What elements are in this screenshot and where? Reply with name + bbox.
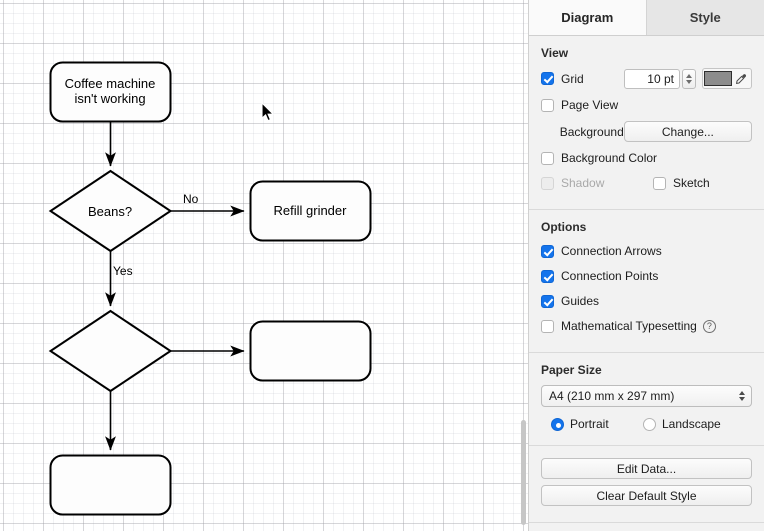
portrait-radio[interactable] bbox=[551, 417, 564, 431]
shadow-label: Shadow bbox=[561, 176, 605, 190]
grid-color-swatch[interactable] bbox=[704, 71, 732, 86]
mathematical-typesetting-checkbox[interactable] bbox=[541, 319, 554, 333]
background-label: Background bbox=[559, 124, 624, 139]
row-connection-arrows: Connection Arrows bbox=[541, 242, 752, 260]
grid-label: Grid bbox=[561, 71, 584, 86]
eyedropper-icon[interactable] bbox=[732, 70, 749, 87]
paper-size-select[interactable]: A4 (210 mm x 297 mm) bbox=[541, 385, 752, 407]
landscape-label: Landscape bbox=[662, 417, 721, 431]
sketch-checkbox[interactable] bbox=[653, 176, 666, 190]
portrait-label: Portrait bbox=[570, 417, 609, 431]
mathematical-typesetting-label: Mathematical Typesetting bbox=[561, 319, 697, 333]
grid-checkbox[interactable] bbox=[541, 72, 554, 85]
node-coffee-machine bbox=[49, 61, 172, 123]
divider-paper-actions bbox=[529, 445, 764, 446]
guides-checkbox[interactable] bbox=[541, 294, 554, 308]
node-refill-grinder bbox=[249, 180, 372, 242]
divider-options-paper bbox=[529, 352, 764, 353]
page-view-checkbox[interactable] bbox=[541, 98, 554, 112]
background-color-checkbox[interactable] bbox=[541, 151, 554, 165]
background-color-label: Background Color bbox=[561, 151, 658, 165]
node-empty-process-bottom bbox=[49, 454, 172, 516]
help-icon[interactable]: ? bbox=[702, 319, 716, 333]
panel-body: View Grid 10 pt bbox=[529, 36, 764, 531]
row-mathematical-typesetting: Mathematical Typesetting ? bbox=[541, 317, 752, 335]
row-page-view: Page View bbox=[541, 96, 752, 114]
section-actions: Edit Data... Clear Default Style bbox=[529, 446, 764, 522]
chevron-updown-icon[interactable] bbox=[739, 391, 745, 401]
divider-actions-bottom bbox=[529, 522, 764, 523]
section-options: Options Connection Arrows Connection Poi… bbox=[529, 210, 764, 352]
section-title-paper-size: Paper Size bbox=[541, 363, 602, 377]
background-change-button[interactable]: Change... bbox=[623, 121, 752, 142]
grid-color-well[interactable] bbox=[702, 68, 752, 89]
grid-size-value: 10 pt bbox=[647, 71, 674, 86]
landscape-radio[interactable] bbox=[643, 417, 656, 431]
row-grid: Grid 10 pt bbox=[541, 68, 752, 89]
divider-view-options bbox=[529, 209, 764, 210]
format-panel: Diagram Style View Grid 10 pt bbox=[528, 0, 764, 531]
grid-size-input[interactable]: 10 pt bbox=[624, 68, 680, 89]
edit-data-button[interactable]: Edit Data... bbox=[541, 458, 752, 479]
row-shadow-sketch: Shadow Sketch bbox=[541, 174, 752, 192]
mouse-pointer-icon bbox=[261, 102, 275, 122]
node-empty-process-right bbox=[249, 320, 372, 382]
edge-label-no: No bbox=[183, 192, 199, 206]
section-view: View Grid 10 pt bbox=[529, 36, 764, 209]
canvas-vertical-scrollbar[interactable] bbox=[521, 420, 526, 525]
paper-size-selected-value: A4 (210 mm x 297 mm) bbox=[549, 389, 675, 403]
shadow-group: Shadow bbox=[541, 176, 653, 190]
connection-points-label: Connection Points bbox=[561, 269, 659, 283]
row-background-color: Background Color bbox=[541, 149, 752, 167]
section-title-options: Options bbox=[541, 220, 587, 234]
tab-style[interactable]: Style bbox=[646, 0, 764, 35]
stepper-up-icon[interactable] bbox=[686, 73, 692, 78]
row-background: Background Change... bbox=[541, 121, 752, 142]
sketch-label: Sketch bbox=[673, 176, 710, 190]
chevron-up-icon bbox=[739, 391, 745, 395]
portrait-group[interactable]: Portrait bbox=[551, 417, 643, 431]
connection-points-checkbox[interactable] bbox=[541, 269, 554, 283]
chevron-down-icon bbox=[739, 397, 745, 401]
sketch-group: Sketch bbox=[653, 176, 710, 190]
landscape-group[interactable]: Landscape bbox=[643, 417, 721, 431]
stepper-down-icon[interactable] bbox=[686, 79, 692, 84]
panel-tabs: Diagram Style bbox=[529, 0, 764, 36]
section-title-view: View bbox=[541, 46, 569, 60]
diagram-canvas[interactable]: Coffee machine isn't working Beans? Refi… bbox=[0, 0, 528, 531]
edge-label-yes: Yes bbox=[113, 264, 133, 278]
page-view-label: Page View bbox=[561, 98, 619, 112]
diagram-shapes-svg bbox=[48, 61, 372, 516]
connection-arrows-label: Connection Arrows bbox=[561, 244, 662, 258]
row-connection-points: Connection Points bbox=[541, 267, 752, 285]
grid-size-stepper[interactable] bbox=[682, 68, 696, 89]
shadow-checkbox[interactable] bbox=[541, 176, 554, 190]
node-empty-decision bbox=[48, 309, 173, 393]
section-paper-size: Paper Size A4 (210 mm x 297 mm) Portrait bbox=[529, 353, 764, 445]
tab-diagram[interactable]: Diagram bbox=[529, 0, 647, 35]
node-beans-decision bbox=[48, 169, 173, 253]
clear-default-style-button[interactable]: Clear Default Style bbox=[541, 485, 752, 506]
guides-label: Guides bbox=[561, 294, 600, 308]
row-orientation: Portrait Landscape bbox=[541, 415, 752, 433]
row-guides: Guides bbox=[541, 292, 752, 310]
connection-arrows-checkbox[interactable] bbox=[541, 244, 554, 258]
